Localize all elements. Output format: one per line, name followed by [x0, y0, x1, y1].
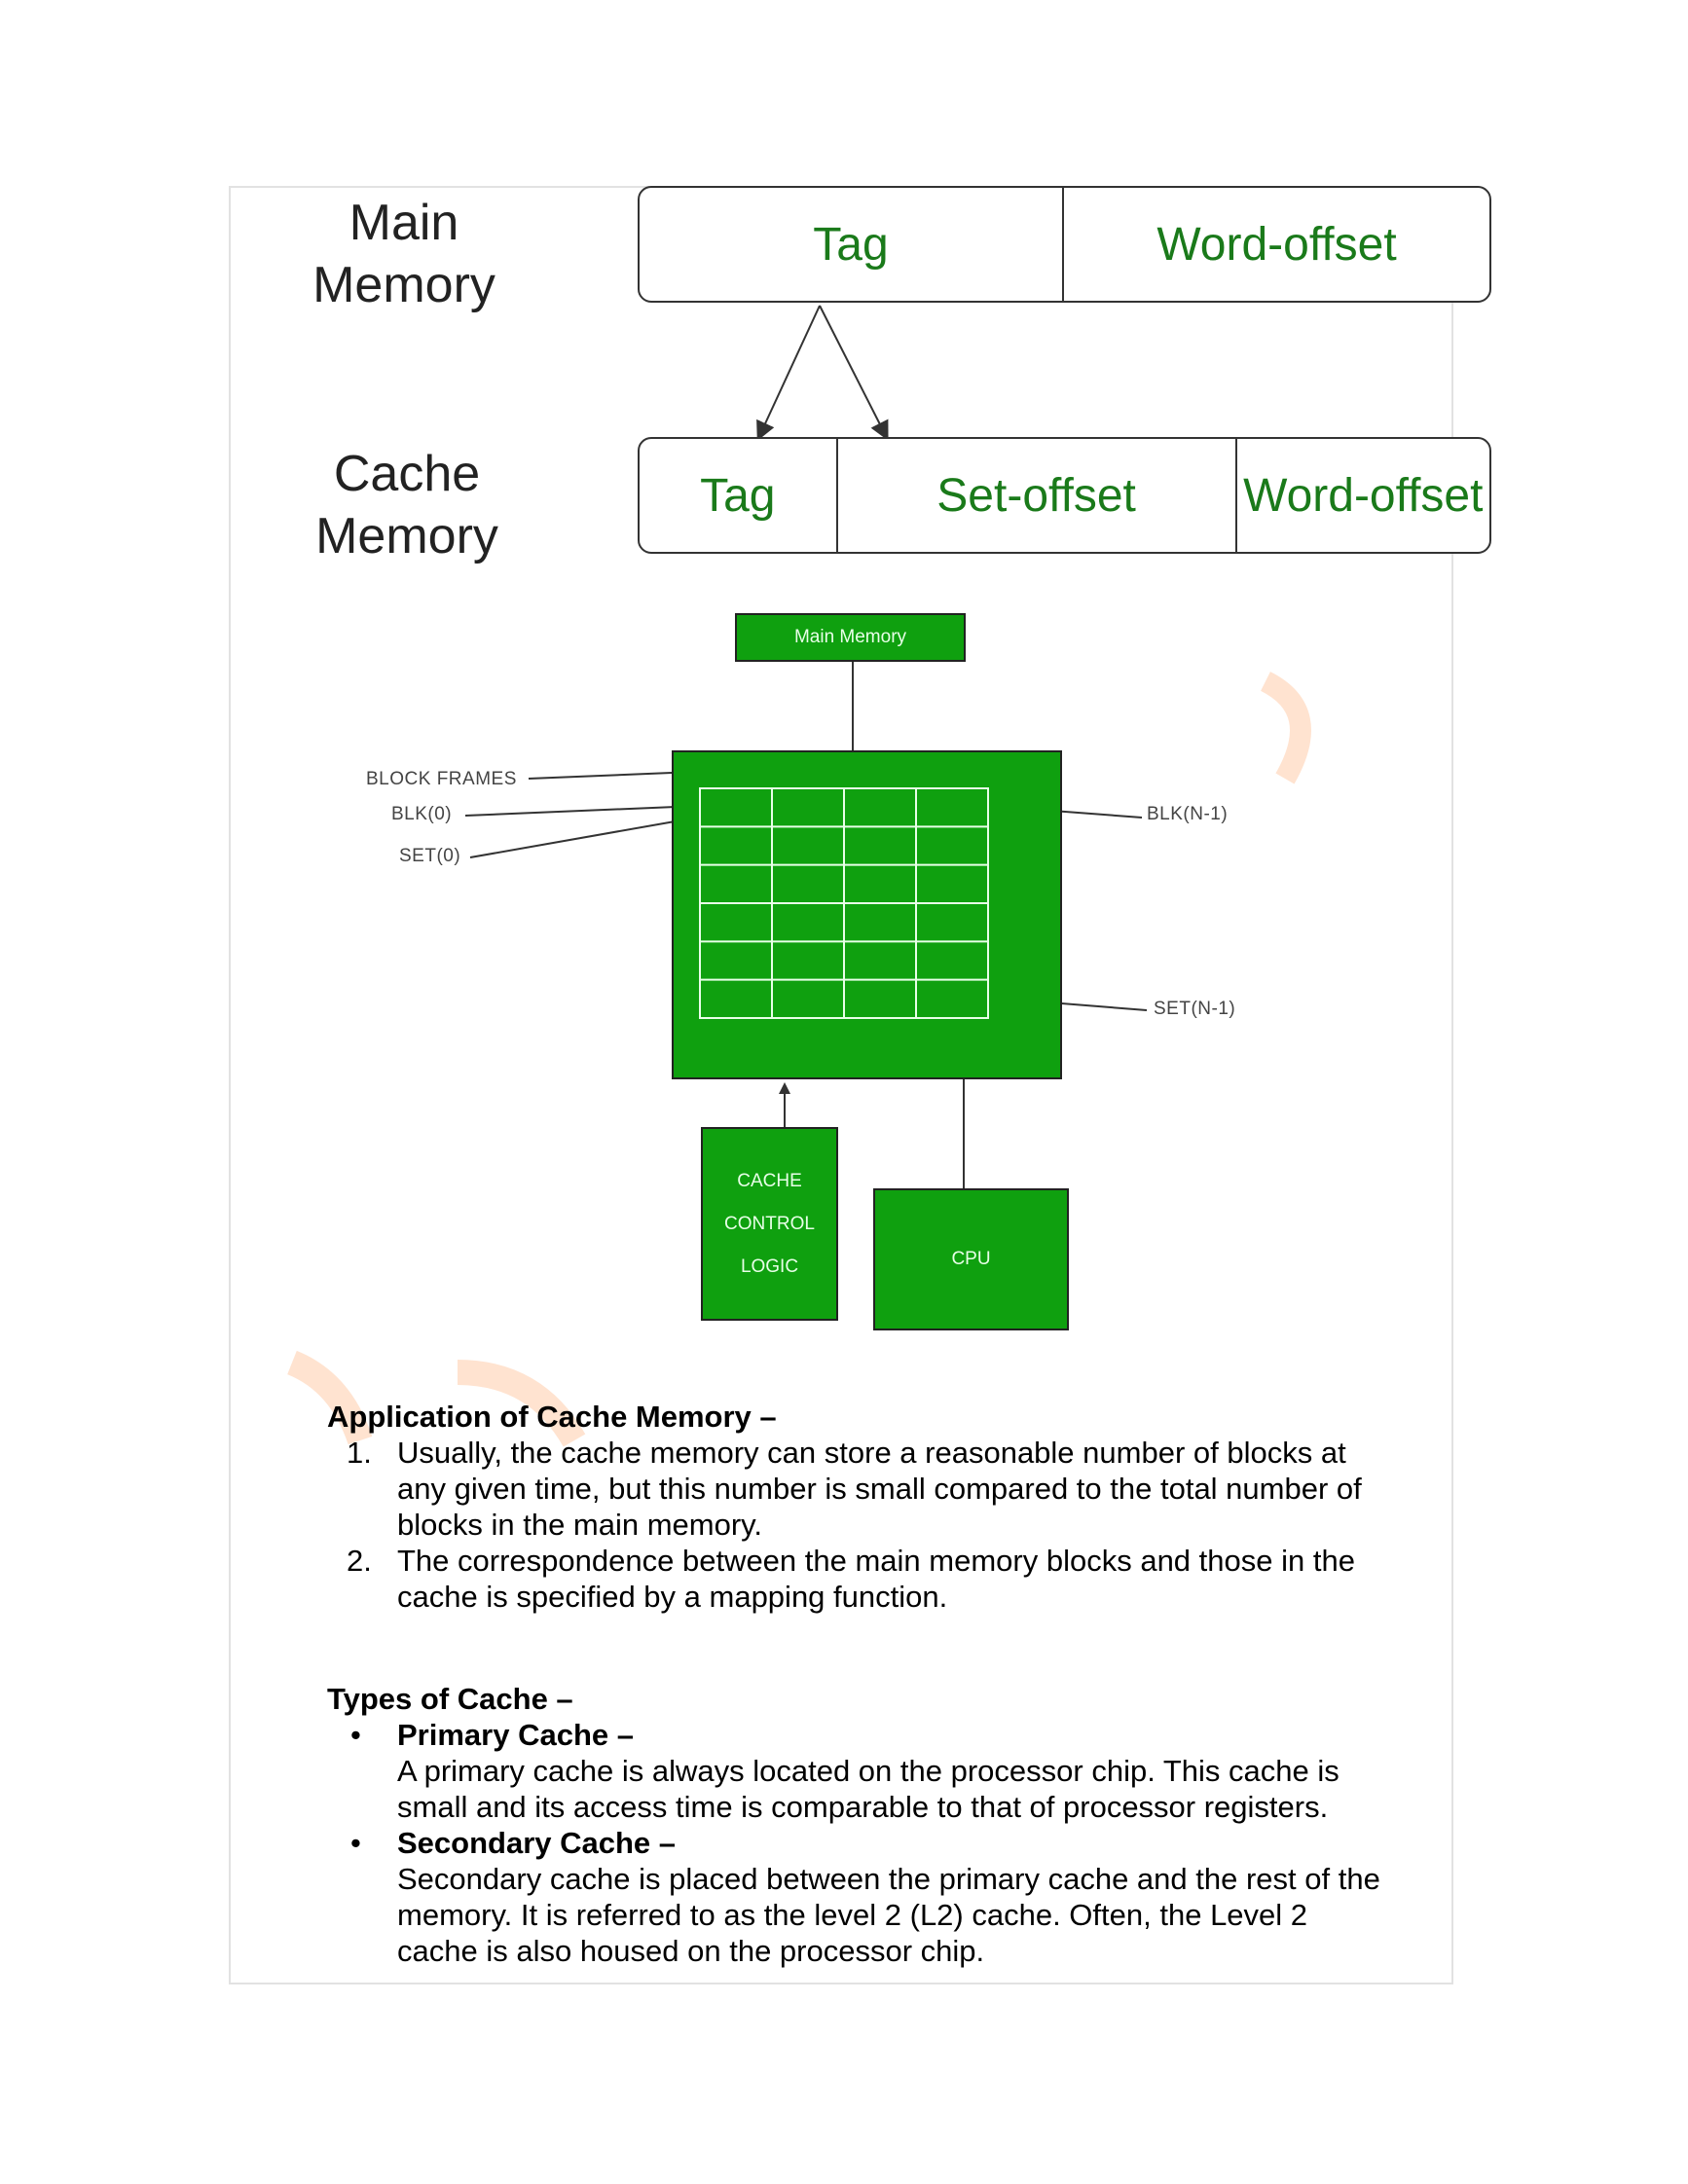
- main-memory-label: Main Memory: [277, 192, 531, 316]
- list-line: The correspondence between the main memo…: [397, 1544, 1355, 1578]
- cache-tag-field: Tag: [640, 439, 838, 552]
- types-list: • Primary Cache – A primary cache is alw…: [327, 1717, 1437, 1969]
- cpu-box: CPU: [873, 1188, 1069, 1330]
- list-line: memory. It is referred to as the level 2…: [397, 1898, 1308, 1932]
- secondary-cache-title: Secondary Cache –: [397, 1826, 677, 1860]
- cache-memory-label-line1: Cache: [333, 446, 481, 502]
- cache-word-offset-field: Word-offset: [1243, 469, 1484, 522]
- cache-diagram-connectors: [464, 660, 1148, 1189]
- setn-label: SET(N-1): [1154, 999, 1236, 1019]
- list-line: cache is specified by a mapping function…: [397, 1580, 948, 1614]
- watermark-logo-bottom: [286, 1350, 586, 1447]
- blkn-label: BLK(N-1): [1147, 804, 1229, 824]
- list-line: blocks in the main memory.: [397, 1508, 762, 1542]
- control-logic-line3: LOGIC: [740, 1256, 799, 1277]
- cache-memory-address-fields: Tag Set-offset Word-offset: [638, 437, 1491, 554]
- blk0-label: BLK(0): [391, 804, 453, 824]
- list-line: A primary cache is always located on the…: [397, 1754, 1339, 1788]
- list-line: small and its access time is comparable …: [397, 1790, 1329, 1824]
- main-tag-field: Tag: [640, 188, 1064, 301]
- cache-memory-label-line2: Memory: [315, 508, 498, 564]
- main-memory-address-fields: Tag Word-offset: [638, 186, 1491, 303]
- list-item: 1. Usually, the cache memory can store a…: [327, 1435, 1437, 1543]
- types-section: Types of Cache – • Primary Cache – A pri…: [327, 1681, 1437, 1969]
- list-line: Secondary cache is placed between the pr…: [397, 1862, 1380, 1896]
- list-number: 2.: [347, 1544, 372, 1578]
- cache-block-matrix: [672, 750, 1062, 1079]
- bullet-icon: •: [350, 1826, 361, 1860]
- cache-control-logic-box: CACHE CONTROL LOGIC: [701, 1127, 838, 1321]
- list-item: • Primary Cache – A primary cache is alw…: [327, 1717, 1437, 1825]
- primary-cache-title: Primary Cache –: [397, 1718, 634, 1752]
- main-word-offset-field: Word-offset: [1156, 218, 1397, 271]
- list-line: cache is also housed on the processor ch…: [397, 1934, 985, 1968]
- cache-memory-label: Cache Memory: [280, 443, 533, 567]
- tag-split-arrows: [756, 305, 889, 442]
- list-item: • Secondary Cache – Secondary cache is p…: [327, 1825, 1437, 1969]
- main-memory-box: Main Memory: [735, 613, 966, 662]
- main-memory-label-line1: Main: [349, 195, 459, 251]
- set0-label: SET(0): [399, 846, 461, 866]
- watermark-logo: [1260, 672, 1311, 784]
- block-frame-grid: [699, 787, 989, 1019]
- application-heading: Application of Cache Memory –: [327, 1400, 777, 1434]
- block-frames-label: BLOCK FRAMES: [366, 769, 517, 789]
- control-logic-line1: CACHE: [737, 1170, 802, 1191]
- cache-set-offset-field: Set-offset: [838, 439, 1237, 552]
- types-heading: Types of Cache –: [327, 1682, 573, 1716]
- application-section: Application of Cache Memory – 1. Usually…: [327, 1399, 1437, 1615]
- bullet-icon: •: [350, 1718, 361, 1752]
- application-list: 1. Usually, the cache memory can store a…: [327, 1435, 1437, 1615]
- list-number: 1.: [347, 1436, 372, 1470]
- main-memory-label-line2: Memory: [312, 257, 495, 313]
- list-item: 2. The correspondence between the main m…: [327, 1543, 1437, 1615]
- list-line: Usually, the cache memory can store a re…: [397, 1436, 1346, 1470]
- list-line: any given time, but this number is small…: [397, 1472, 1362, 1506]
- control-logic-line2: CONTROL: [724, 1213, 815, 1234]
